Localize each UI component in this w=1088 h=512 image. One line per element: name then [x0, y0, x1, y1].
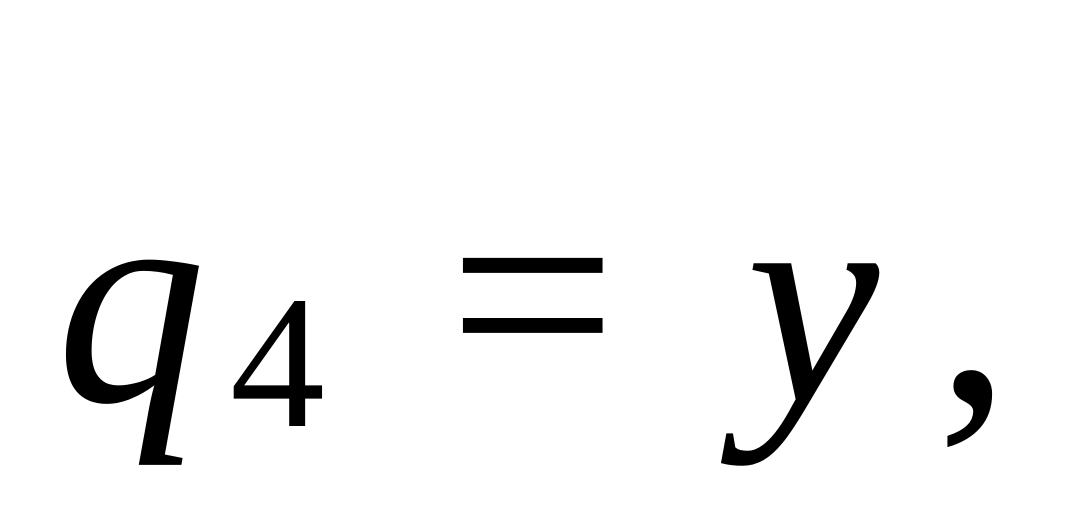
subscript-four: 4: [230, 258, 325, 468]
equals-sign: =: [448, 128, 618, 460]
variable-y: y: [746, 134, 880, 466]
comma: ,: [936, 134, 1011, 466]
variable-q: q: [56, 134, 206, 466]
